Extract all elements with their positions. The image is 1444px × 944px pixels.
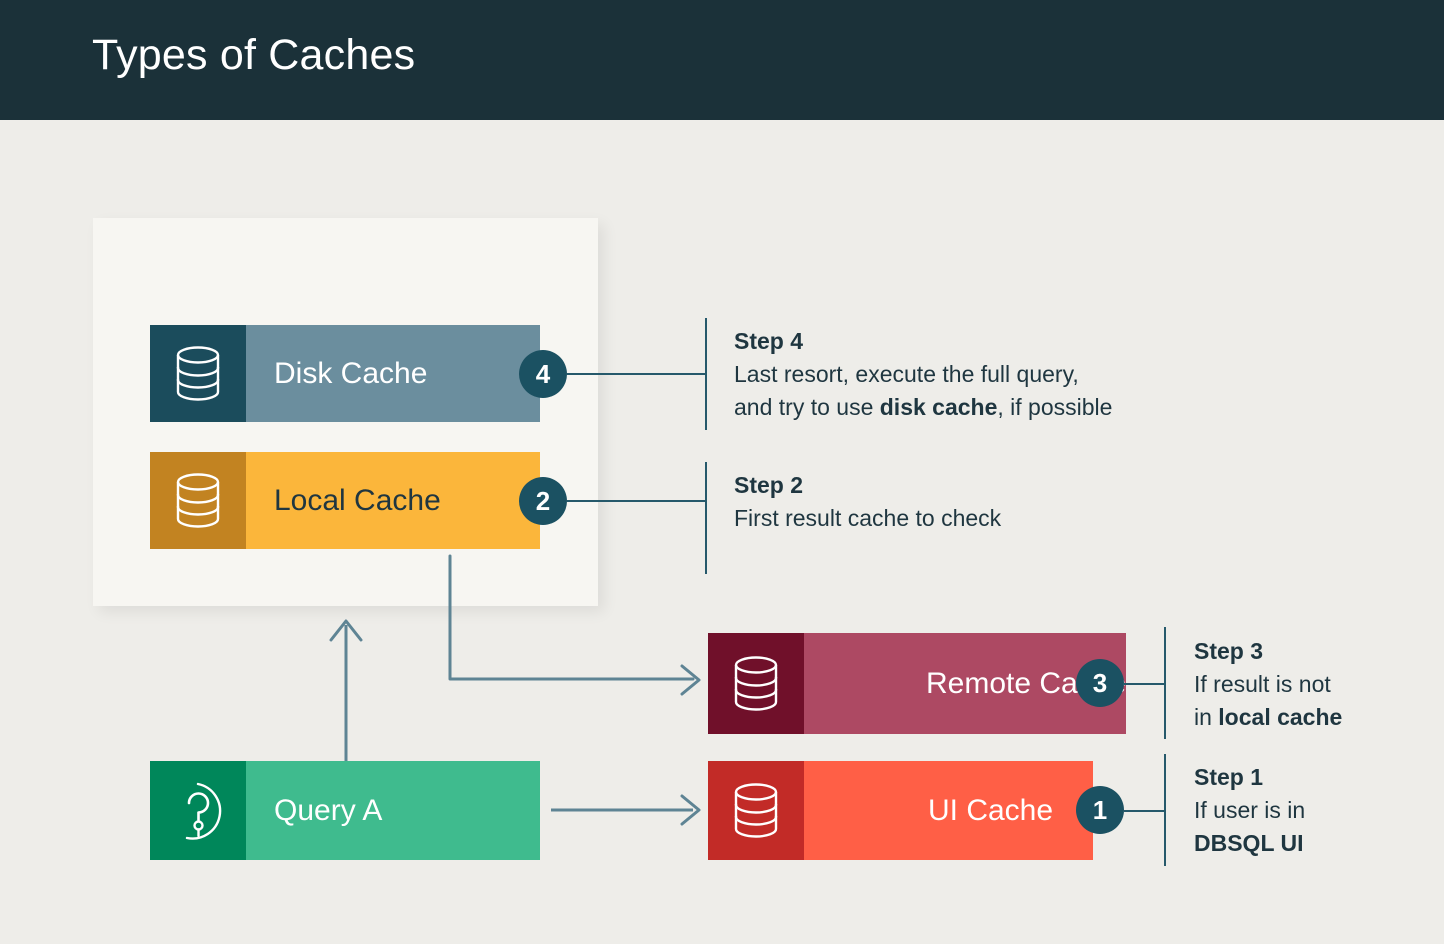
step-line-bold: DBSQL UI xyxy=(1194,830,1304,857)
step-3-text: Step 3 If result is not in local cache xyxy=(1194,636,1342,735)
step-line: and try to use disk cache, if possible xyxy=(734,391,1112,425)
question-mark-circle-icon xyxy=(150,761,246,860)
step-badge-2[interactable]: 2 xyxy=(519,477,567,525)
step-line-pre: and try to use xyxy=(734,394,880,421)
database-icon xyxy=(150,452,246,549)
connector-rule-step-4 xyxy=(705,318,707,430)
step-title: Step 2 xyxy=(734,472,804,498)
node-label: Local Cache xyxy=(274,483,441,517)
node-query-a[interactable]: Query A xyxy=(150,761,540,860)
arrow-query-to-warehouse xyxy=(329,619,363,761)
step-title: Step 3 xyxy=(1194,638,1264,664)
step-1-text: Step 1 If user is in DBSQL UI xyxy=(1194,762,1305,861)
step-line-bold: disk cache xyxy=(879,394,998,421)
step-line: If user is in xyxy=(1194,794,1305,828)
page-header: Types of Caches xyxy=(0,0,1444,120)
connector-rule-step-1 xyxy=(1164,754,1166,866)
step-line-pre: in xyxy=(1194,704,1219,731)
step-4-text: Step 4 Last resort, execute the full que… xyxy=(734,326,1112,425)
connector-rule-step-3 xyxy=(1164,627,1166,739)
node-ui-cache[interactable]: UI Cache xyxy=(708,761,1093,860)
database-icon xyxy=(708,633,804,734)
step-line: in local cache xyxy=(1194,701,1342,735)
node-body: Query A xyxy=(246,761,540,860)
node-remote-cache[interactable]: Remote Cache xyxy=(708,633,1127,734)
page-title: Types of Caches xyxy=(92,31,416,79)
node-label: Query A xyxy=(274,793,383,827)
step-line-pre: If result is not xyxy=(1194,670,1331,697)
step-line-post: , if possible xyxy=(997,394,1113,421)
connector-line-step-3 xyxy=(1124,683,1166,685)
node-label: UI Cache xyxy=(928,793,1054,827)
step-badge-1[interactable]: 1 xyxy=(1076,786,1124,834)
step-line: If result is not xyxy=(1194,668,1342,702)
step-line: Last resort, execute the full query, xyxy=(734,358,1112,392)
connector-line-step-2 xyxy=(567,500,707,502)
node-local-cache[interactable]: Local Cache xyxy=(150,452,540,549)
connector-rule-step-2 xyxy=(705,462,707,574)
step-line-pre: Last resort, execute the full query, xyxy=(734,360,1079,387)
node-body: UI Cache xyxy=(804,761,1093,860)
node-disk-cache[interactable]: Disk Cache xyxy=(150,325,540,422)
step-badge-3[interactable]: 3 xyxy=(1076,659,1124,707)
step-line-bold: local cache xyxy=(1218,704,1343,731)
step-2-text: Step 2 First result cache to check xyxy=(734,470,1001,535)
step-title: Step 4 xyxy=(734,328,804,354)
connector-line-step-4 xyxy=(567,373,707,375)
step-badge-4[interactable]: 4 xyxy=(519,350,567,398)
database-icon xyxy=(708,761,804,860)
step-line: First result cache to check xyxy=(734,502,1001,536)
database-icon xyxy=(150,325,246,422)
step-line-pre: First result cache to check xyxy=(734,504,1002,531)
arrow-query-to-ui-cache xyxy=(551,794,701,826)
connector-line-step-1 xyxy=(1124,810,1166,812)
node-body: Disk Cache xyxy=(246,325,540,422)
node-label: Disk Cache xyxy=(274,356,428,390)
step-line: DBSQL UI xyxy=(1194,827,1305,861)
step-line-pre: If user is in xyxy=(1194,796,1306,823)
node-body: Local Cache xyxy=(246,452,540,549)
step-title: Step 1 xyxy=(1194,764,1264,790)
